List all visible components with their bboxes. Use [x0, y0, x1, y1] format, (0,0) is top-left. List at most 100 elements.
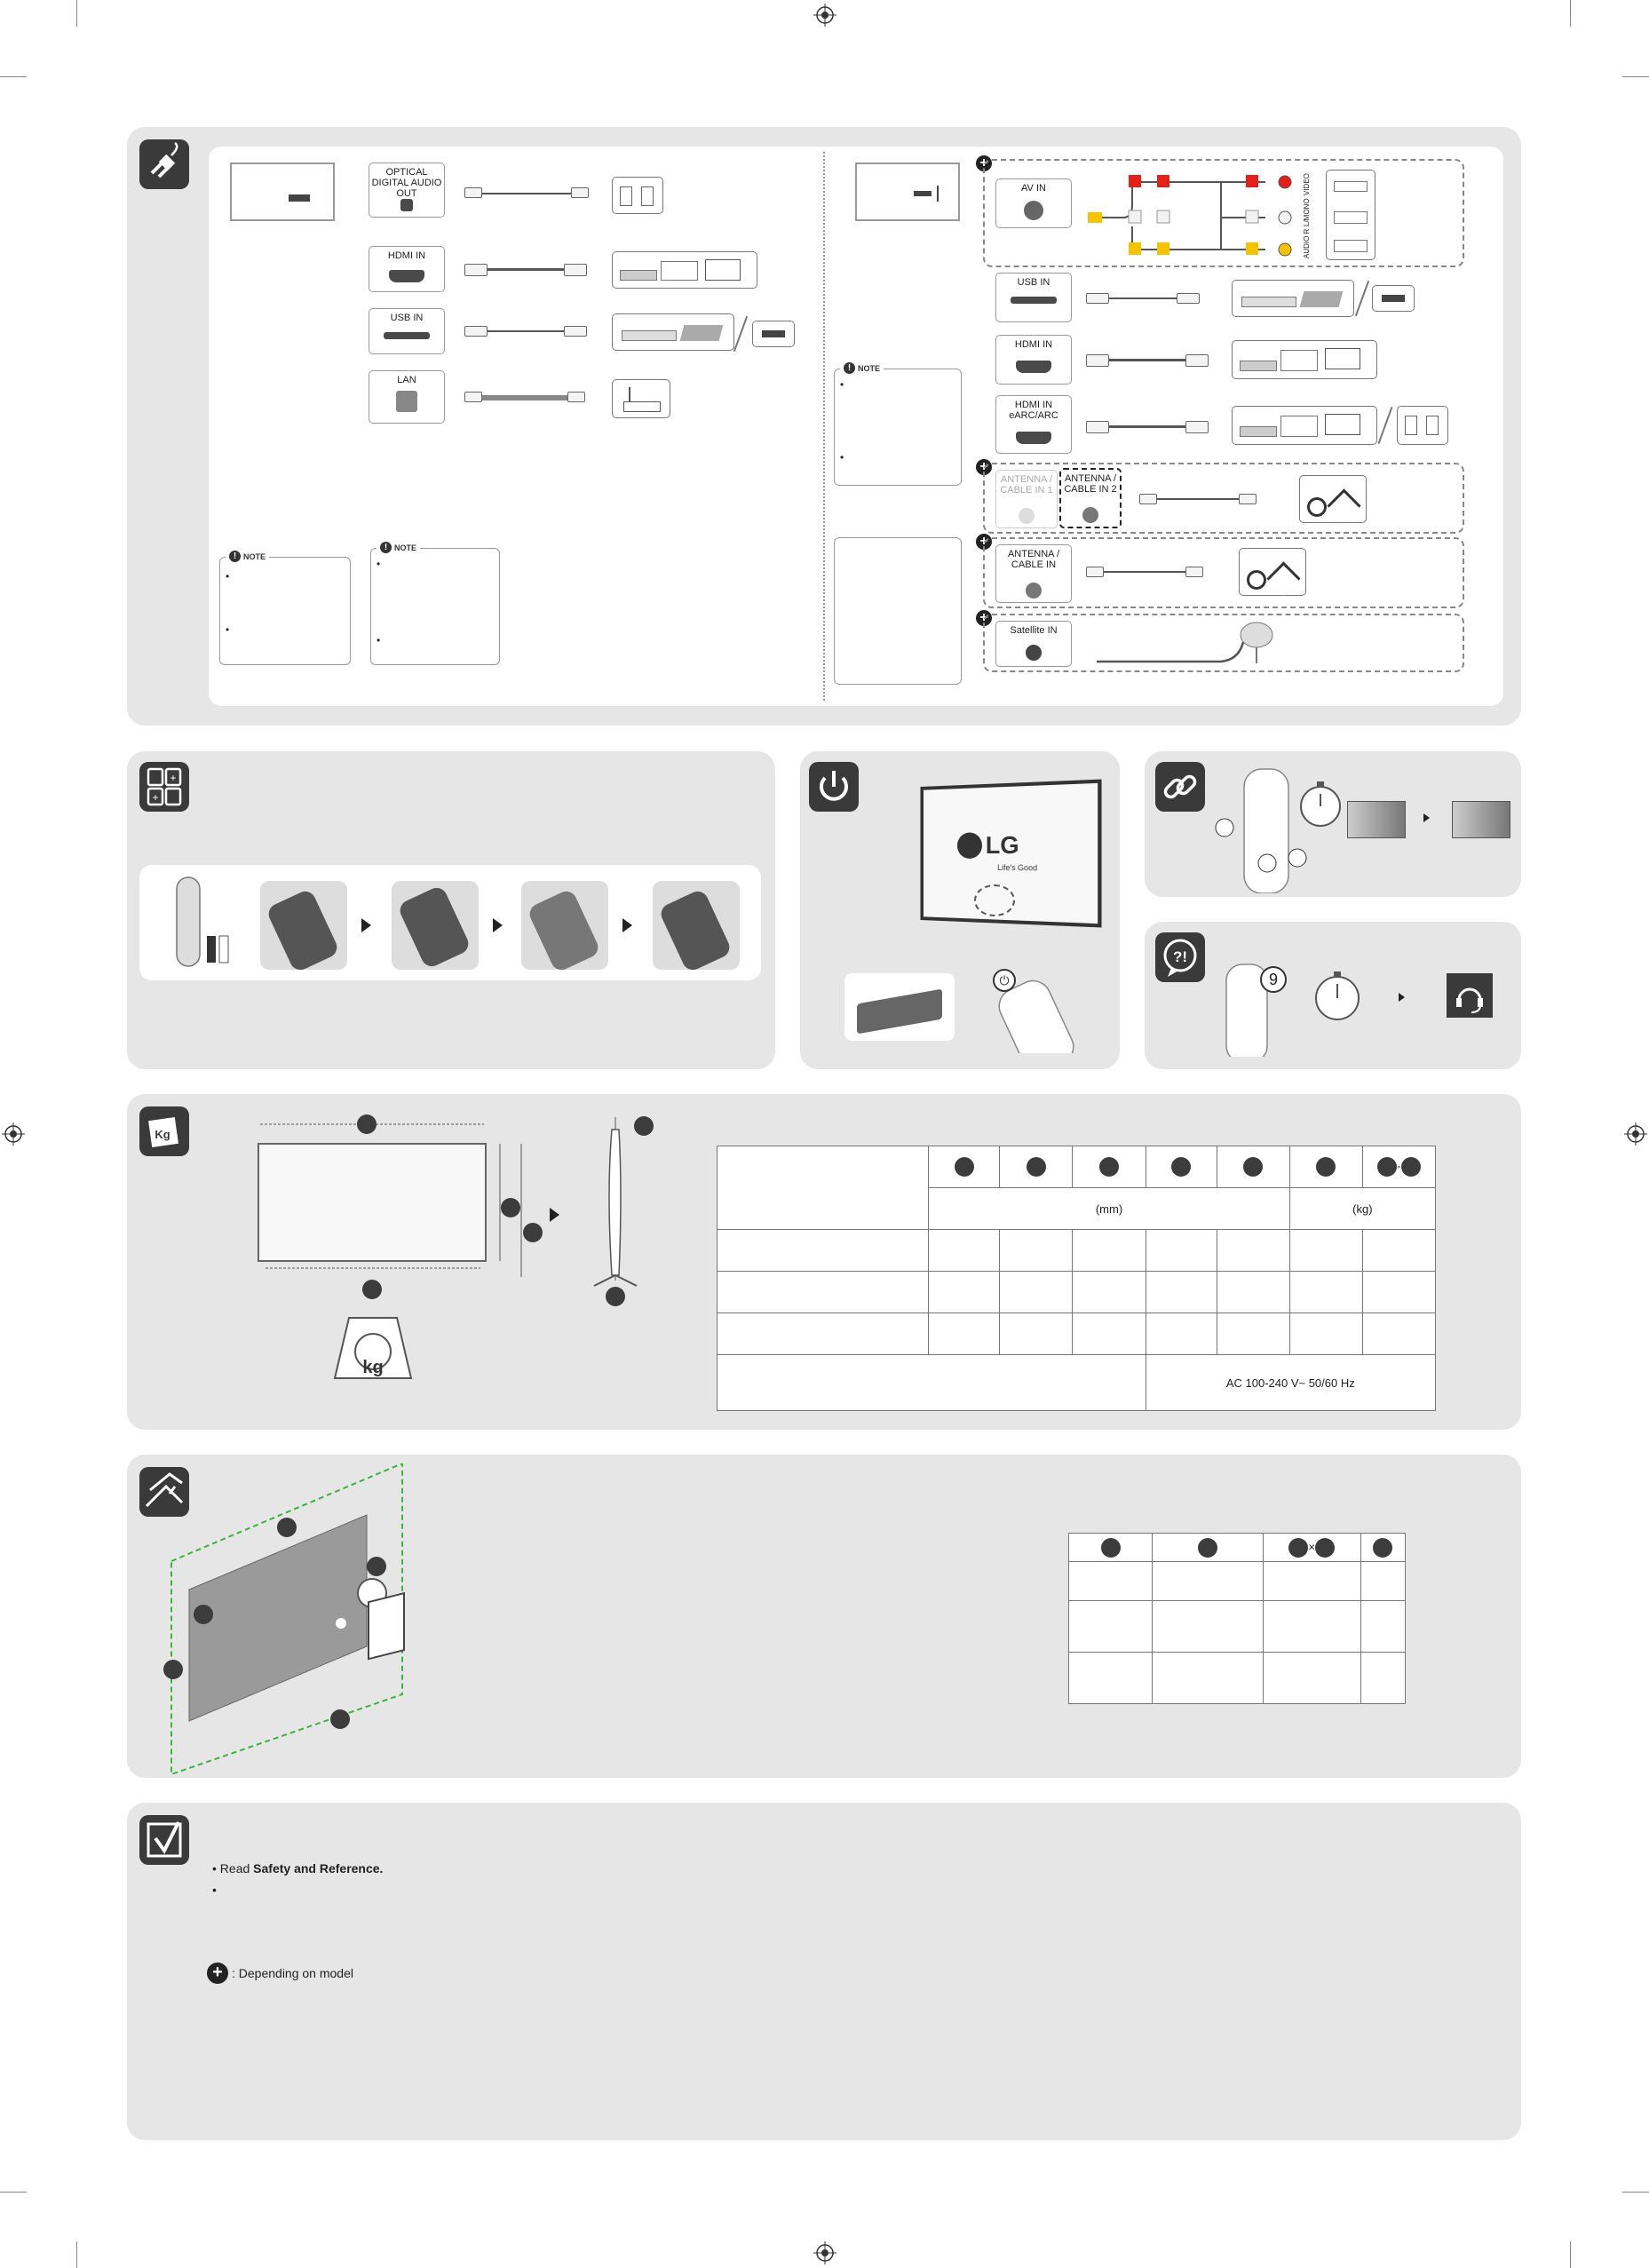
specs-panel: Kg kg - (m: [127, 1094, 1521, 1430]
vesa-col-b: [1152, 1533, 1264, 1562]
brand-slogan: Life's Good: [997, 862, 1038, 873]
depending-on-model-text: : Depending on model: [232, 1966, 353, 1980]
info-box: [834, 537, 962, 685]
port-label: HDMI IN eARC/ARC: [1009, 400, 1058, 421]
port-usb: USB IN: [995, 273, 1072, 322]
remote-power-icon: ⏻: [993, 969, 1074, 1053]
battery-panel: ++: [127, 751, 775, 1069]
usb-stick-device: [752, 321, 795, 347]
info-panel: • Read Safety and Reference. • + : Depen…: [127, 1803, 1521, 2140]
port-label: HDMI IN: [387, 250, 426, 261]
hdmi-cable: [475, 268, 573, 271]
battery-icon: ++: [139, 762, 189, 812]
tv-dimensions-drawing: kg: [258, 1114, 543, 1379]
note-label: NOTE: [243, 551, 266, 561]
video-label: VIDEO: [1303, 173, 1311, 195]
tv-side-drawing: [593, 1116, 654, 1306]
depending-on-model-icon: +: [207, 1963, 228, 1984]
spec-col-f: [1288, 1146, 1363, 1188]
step-arrow-icon: [622, 918, 632, 932]
svg-text:+: +: [170, 772, 176, 784]
read-safety-line: • Read Safety and Reference.: [212, 1861, 383, 1875]
warning-icon: !: [229, 551, 241, 562]
usb-storage-devices: [1232, 280, 1354, 317]
note-box: !NOTE • •: [219, 551, 351, 665]
table-row: [716, 1271, 1437, 1313]
bullet: •: [226, 623, 230, 636]
av-labels: AUDIO R L/MONO VIDEO: [1303, 173, 1315, 258]
wall-mount-drawing: [163, 1463, 405, 1774]
power-button-zoom: [974, 884, 1015, 916]
battery-step-2: [392, 881, 479, 971]
port-hdmi: HDMI IN: [369, 246, 445, 292]
warning-icon: !: [380, 542, 392, 553]
remote-icon: [176, 876, 229, 967]
spec-col-g: -: [1361, 1146, 1437, 1188]
step-arrow-icon: [493, 918, 503, 932]
port-label: ANTENNA / CABLE IN 2: [1064, 473, 1117, 495]
antenna-cable: [1097, 571, 1194, 573]
note-label: NOTE: [858, 363, 881, 373]
satellite-group: [983, 614, 1464, 672]
step-arrow-icon: [1399, 993, 1405, 1002]
tv-back-thumbnail: [855, 163, 960, 221]
power-button-closeup: [844, 973, 955, 1041]
port-label: LAN: [397, 375, 416, 385]
vesa-col-c: ×: [1262, 1533, 1361, 1562]
weight-icon: Kg: [139, 1106, 189, 1156]
antenna-wall-device: [1239, 548, 1306, 596]
antenna-cable: [1150, 498, 1248, 500]
media-devices: [1232, 406, 1377, 445]
port-hdmi: HDMI IN: [995, 335, 1072, 385]
spec-col-c: [1072, 1146, 1146, 1188]
range-dash: -: [1397, 1159, 1401, 1173]
table-row: [1067, 1561, 1407, 1601]
bullet: •: [840, 378, 844, 391]
port-label: ANTENNA / CABLE IN: [1007, 549, 1060, 570]
spec-col-e: [1216, 1146, 1290, 1188]
port-label: HDMI IN: [1014, 339, 1053, 350]
power-spec-value: AC 100-240 V~ 50/60 Hz: [1145, 1354, 1437, 1411]
port-label: OPTICAL DIGITAL AUDIO OUT: [371, 167, 442, 199]
scale-unit-label: kg: [362, 1358, 383, 1377]
table-row: [1067, 1652, 1407, 1704]
connections-panel: OPTICAL DIGITAL AUDIO OUT HDMI IN USB IN…: [127, 127, 1521, 726]
note-box: !NOTE • •: [834, 362, 962, 486]
satellite-dish-icon: [1097, 622, 1273, 663]
port-satellite: Satellite IN: [995, 621, 1072, 667]
link-icon: [1155, 762, 1205, 812]
bullet: •: [377, 558, 381, 570]
port-label: Satellite IN: [1010, 625, 1058, 636]
bullet: •: [212, 1883, 217, 1897]
headset-icon: [1447, 973, 1493, 1018]
registration-mark-icon: [813, 4, 836, 27]
port-antenna-2: ANTENNA / CABLE IN 2: [1059, 468, 1122, 528]
usb-stick-device: [1372, 285, 1415, 312]
battery-steps: [139, 865, 761, 980]
screen-after: [1452, 801, 1510, 838]
bullet: •: [840, 451, 844, 464]
registration-mark-icon: [813, 2241, 836, 2264]
step-arrow-icon: [361, 918, 371, 932]
port-antenna: ANTENNA / CABLE IN: [995, 544, 1072, 603]
rca-cable-icon: [1088, 175, 1292, 257]
lg-logo-icon: [956, 832, 983, 859]
av-in-group: [983, 159, 1464, 267]
media-devices: [612, 251, 757, 289]
checkmark-icon: [139, 1815, 189, 1865]
number-nine-badge: 9: [1260, 966, 1287, 993]
spec-col-a: [928, 1146, 1001, 1188]
registration-mark-icon: [2, 1122, 25, 1146]
rotate-arrow-icon: [550, 1208, 559, 1222]
tv-back-thumbnail: [230, 163, 335, 221]
port-lan: LAN: [369, 370, 445, 424]
connect-panel: [1145, 751, 1521, 897]
usb-cable: [475, 330, 573, 332]
port-hdmi-earc: HDMI IN eARC/ARC: [995, 395, 1072, 454]
port-antenna-1: ANTENNA / CABLE IN 1: [995, 470, 1058, 528]
usb-storage-devices: [612, 313, 734, 351]
port-usb: USB IN: [369, 308, 445, 354]
power-icon: [809, 762, 859, 812]
table-row: [1067, 1600, 1407, 1653]
antenna-dual-group: [983, 463, 1464, 534]
